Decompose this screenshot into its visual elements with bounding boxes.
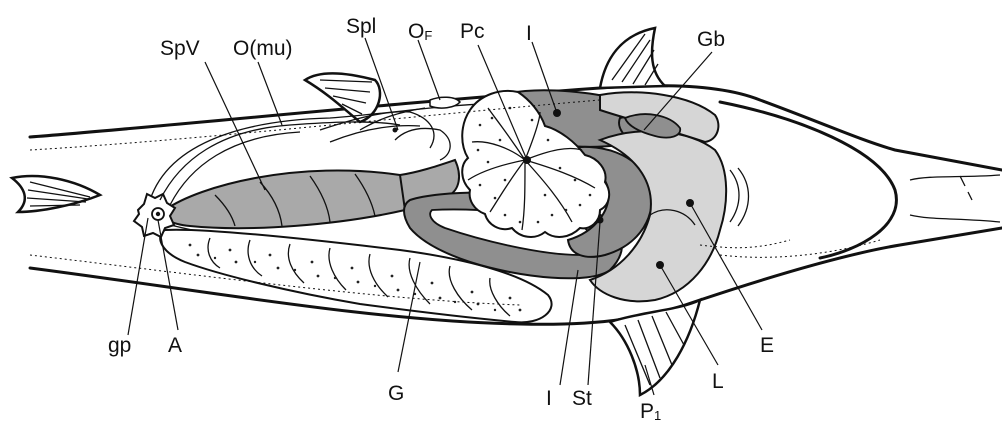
- label-a: A: [168, 334, 182, 357]
- label-pc: Pc: [460, 20, 485, 43]
- label-st: St: [572, 387, 592, 410]
- label-gb: Gb: [697, 28, 725, 51]
- label-spv: SpV: [160, 37, 200, 60]
- label-e: E: [760, 334, 774, 357]
- label-i-top: I: [526, 22, 532, 45]
- label-omu: O(mu): [233, 37, 293, 60]
- label-g: G: [388, 382, 404, 405]
- label-l: L: [712, 370, 724, 393]
- label-spl: Spl: [346, 15, 376, 38]
- label-gp: gp: [108, 334, 131, 357]
- pectoral-fin: [610, 300, 700, 395]
- dorsal-fin-front: [600, 28, 665, 88]
- label-i-bottom: I: [546, 387, 552, 410]
- label-p1: P1: [640, 400, 661, 423]
- label-of: OF: [408, 20, 432, 43]
- anal-fin: [12, 176, 100, 212]
